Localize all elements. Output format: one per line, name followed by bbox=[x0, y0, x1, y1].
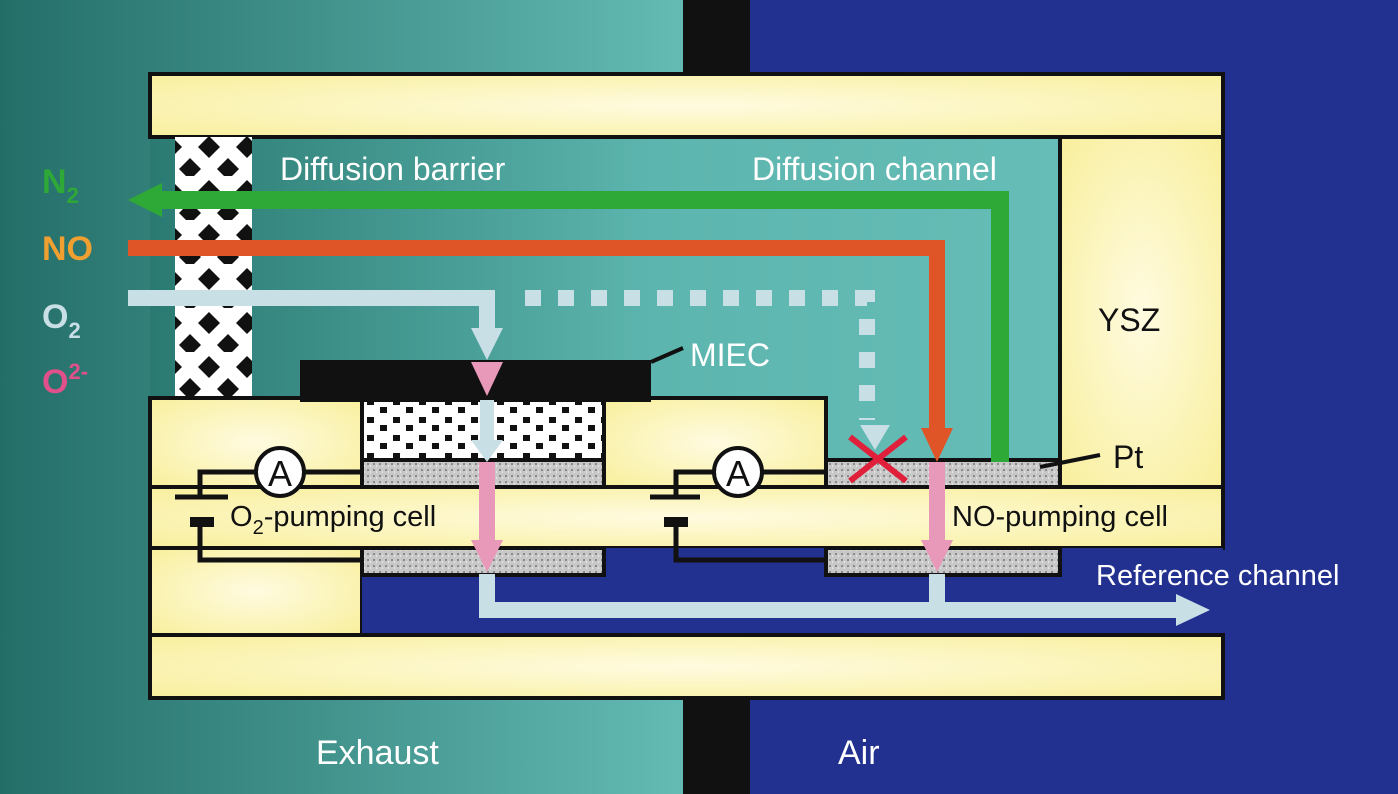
o2minus-arrow-o2-cell bbox=[471, 362, 503, 572]
reference-channel-label: Reference channel bbox=[1096, 560, 1339, 592]
miec-leader bbox=[650, 346, 684, 364]
o2-circuit bbox=[175, 469, 362, 563]
ysz-label: YSZ bbox=[1098, 302, 1160, 338]
ammeter-o2: A bbox=[254, 446, 306, 498]
legend-n2: N2 bbox=[42, 163, 79, 208]
ysz-block bbox=[1058, 135, 1225, 489]
bottom-ysz-layer bbox=[148, 633, 1225, 700]
top-ysz-layer bbox=[148, 72, 1225, 139]
ammeter-label: A bbox=[726, 453, 750, 494]
legend: N2 NO O2 O2- bbox=[42, 163, 93, 401]
pt-label: Pt bbox=[1113, 439, 1143, 475]
ammeter-no: A bbox=[712, 446, 764, 498]
no-pumping-cell-label: NO-pumping cell bbox=[952, 501, 1168, 533]
reference-flow-arrow bbox=[479, 574, 1210, 626]
diffusion-barrier bbox=[175, 137, 252, 398]
no-circuit bbox=[650, 469, 826, 563]
n2-arrow bbox=[128, 183, 1009, 462]
blocked-x-icon bbox=[848, 434, 908, 484]
o2-blocked-dotted-arrow bbox=[525, 290, 890, 450]
ammeter-icon bbox=[254, 446, 306, 498]
legend-o2: O2 bbox=[42, 298, 81, 343]
no-arrow bbox=[128, 240, 953, 462]
o2-pumping-cell-label: O2-pumping cell bbox=[230, 501, 436, 539]
legend-no: NO bbox=[42, 230, 93, 268]
diffusion-barrier-label: Diffusion barrier bbox=[280, 151, 506, 187]
ammeter-icon bbox=[712, 446, 764, 498]
miec-label: MIEC bbox=[690, 337, 770, 373]
o2-arrow bbox=[128, 290, 503, 360]
pt-leader bbox=[1039, 453, 1101, 469]
air-label: Air bbox=[838, 734, 880, 772]
ammeter-label: A bbox=[268, 453, 292, 494]
legend-o2minus: O2- bbox=[42, 359, 88, 401]
diffusion-channel-label: Diffusion channel bbox=[752, 151, 997, 187]
o2minus-arrow-no-cell bbox=[921, 462, 953, 572]
exhaust-label: Exhaust bbox=[316, 734, 439, 772]
